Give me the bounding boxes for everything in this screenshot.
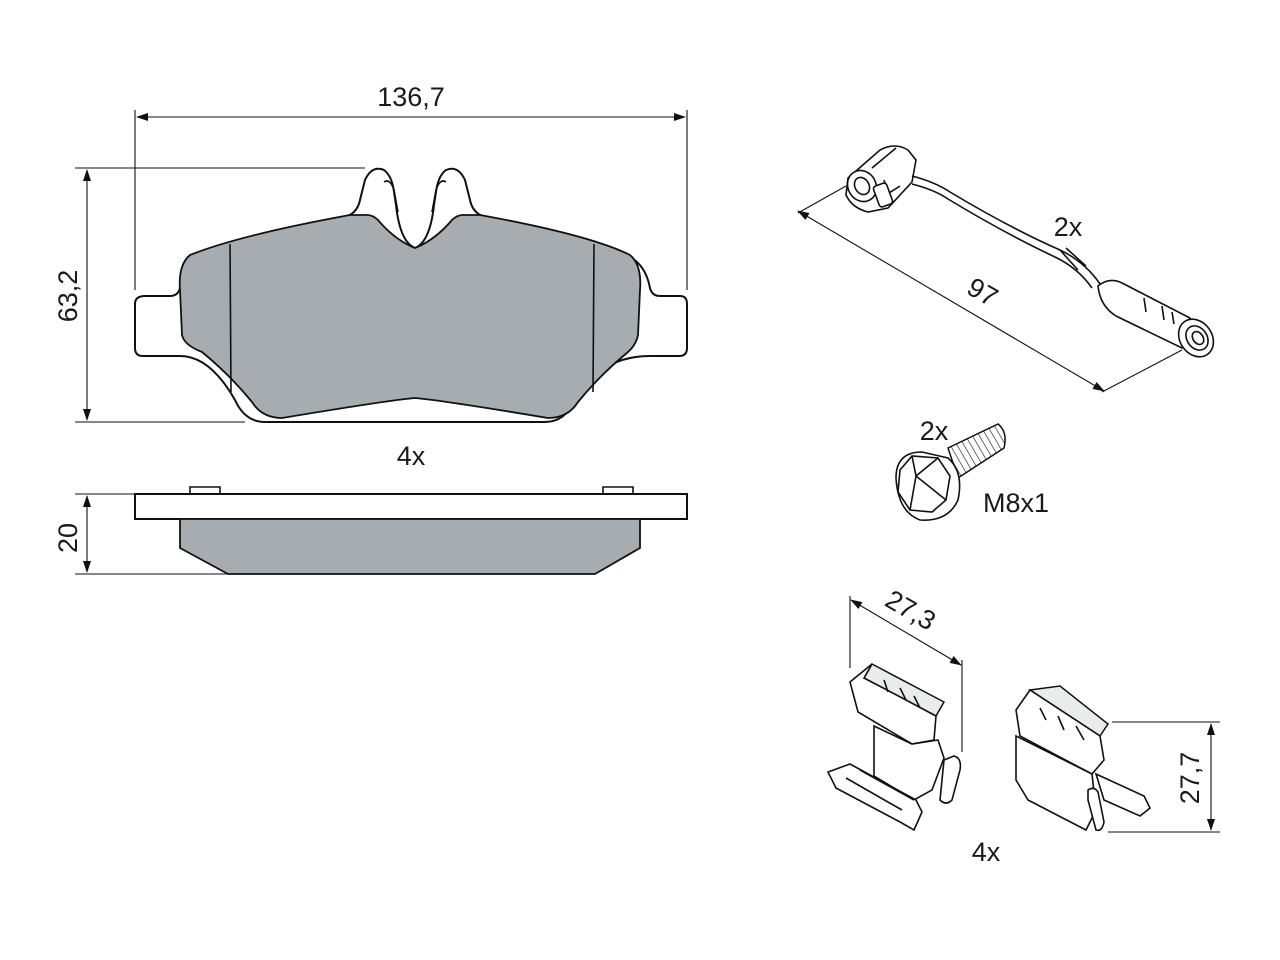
friction-material bbox=[178, 213, 642, 419]
brake-pad-side-view bbox=[134, 486, 688, 575]
side-friction-material bbox=[179, 518, 641, 575]
sensor-quantity-label: 2x bbox=[1054, 212, 1083, 242]
clip-height-label: 27,7 bbox=[1175, 752, 1205, 805]
clip-right bbox=[1015, 685, 1152, 832]
pad-height-label: 63,2 bbox=[53, 270, 83, 323]
sensor-length-label: 97 bbox=[962, 272, 1003, 313]
bolt-thread-label: M8x1 bbox=[983, 488, 1049, 518]
pad-quantity-label: 4x bbox=[397, 441, 426, 471]
side-plate bbox=[134, 493, 688, 520]
bolt-hex-head bbox=[897, 455, 951, 513]
brake-pad-front-view bbox=[134, 167, 688, 423]
pad-clip-slot bbox=[383, 180, 447, 213]
chamfer-line-right bbox=[592, 243, 595, 393]
clip-height-dimension: 27,7 bbox=[1108, 721, 1220, 833]
pad-width-dimension: 136,7 bbox=[134, 82, 688, 290]
pad-height-dimension: 63,2 bbox=[53, 167, 365, 423]
chamfer-line-left bbox=[229, 243, 232, 393]
sensor-probe bbox=[1097, 279, 1191, 350]
clips-quantity-label: 4x bbox=[972, 837, 1001, 867]
side-tab-right bbox=[602, 486, 634, 494]
pad-thickness-label: 20 bbox=[53, 523, 83, 553]
clip-left bbox=[826, 662, 962, 832]
side-tab-left bbox=[189, 486, 221, 494]
wear-sensor bbox=[845, 145, 1215, 358]
bolt bbox=[895, 423, 1006, 521]
pad-width-label: 136,7 bbox=[377, 82, 445, 112]
clip-width-label: 27,3 bbox=[880, 584, 941, 636]
pad-thickness-dimension: 20 bbox=[53, 493, 228, 575]
bolt-thread bbox=[947, 423, 1006, 480]
bolt-quantity-label: 2x bbox=[920, 416, 949, 446]
